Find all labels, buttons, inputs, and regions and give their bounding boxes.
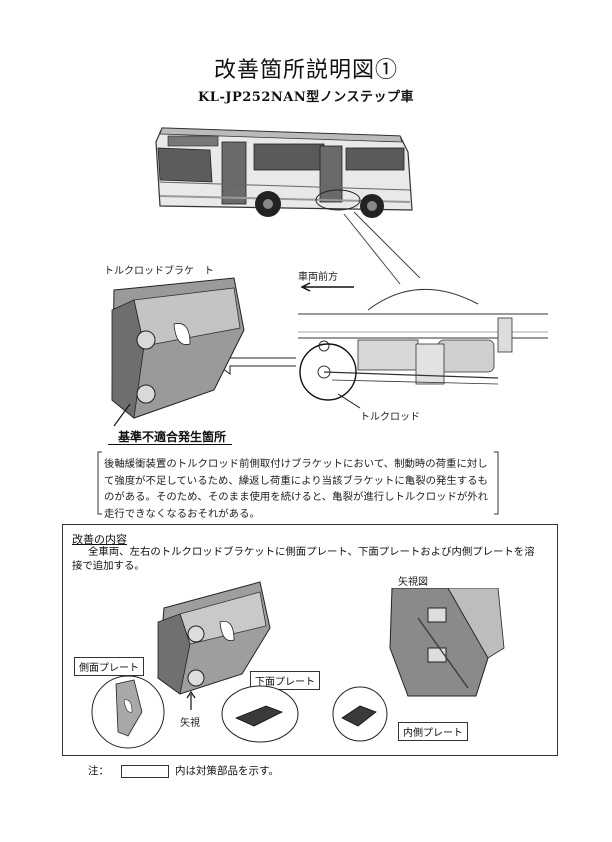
- suspension-diagram: [298, 288, 548, 409]
- side-plate-detail: [91, 675, 165, 749]
- improvement-text: 全車両、左右のトルクロッドブラケットに側面プレート、下面プレートおよび内側プレー…: [72, 546, 535, 572]
- bus-illustration: [155, 127, 413, 218]
- note-text: 内は対策部品を示す。: [175, 765, 279, 777]
- reinforced-bracket-illustration: [157, 581, 271, 695]
- view-arrow-icon: [186, 690, 196, 710]
- torque-rod-label: トルクロッド: [360, 412, 420, 423]
- arrow-view-label: 矢視: [180, 718, 200, 729]
- improvement-heading: 改善の内容: [72, 533, 127, 546]
- inner-view-illustration: [389, 588, 505, 697]
- bracket-label: トルクロッドブラケ ト: [104, 266, 214, 277]
- improvement-panel: [62, 524, 558, 756]
- defect-location-label: 基準不適合発生箇所: [118, 430, 227, 444]
- inner-plate-detail: [332, 686, 388, 742]
- defect-underline: [108, 444, 232, 445]
- defect-description: 後軸緩衝装置のトルクロッド前側取付けブラケットにおいて、制動時の荷重に対して強度…: [104, 458, 489, 520]
- view-label: 矢視図: [398, 577, 428, 588]
- direction-arrow-icon: [300, 282, 354, 292]
- inner-plate-tag: 内側プレート: [398, 722, 468, 741]
- note-prefix: 注：: [88, 765, 109, 777]
- bottom-plate-tag: 下面プレート: [250, 671, 320, 690]
- zoom-connector: [343, 211, 421, 285]
- side-plate-tag: 側面プレート: [74, 657, 144, 676]
- countermeasure-box-swatch: [121, 764, 169, 778]
- legend-note: 注： 内は対策部品を示す。: [88, 763, 279, 778]
- vehicle-model: KL-JP252NAN型ノンステップ車: [198, 90, 414, 105]
- direction-label: 車両前方: [298, 272, 338, 283]
- page-title: 改善箇所説明図①: [213, 58, 398, 83]
- bracket-closeup-illustration: [111, 277, 245, 427]
- bottom-plate-detail: [221, 685, 299, 743]
- description-bracket: [97, 451, 499, 515]
